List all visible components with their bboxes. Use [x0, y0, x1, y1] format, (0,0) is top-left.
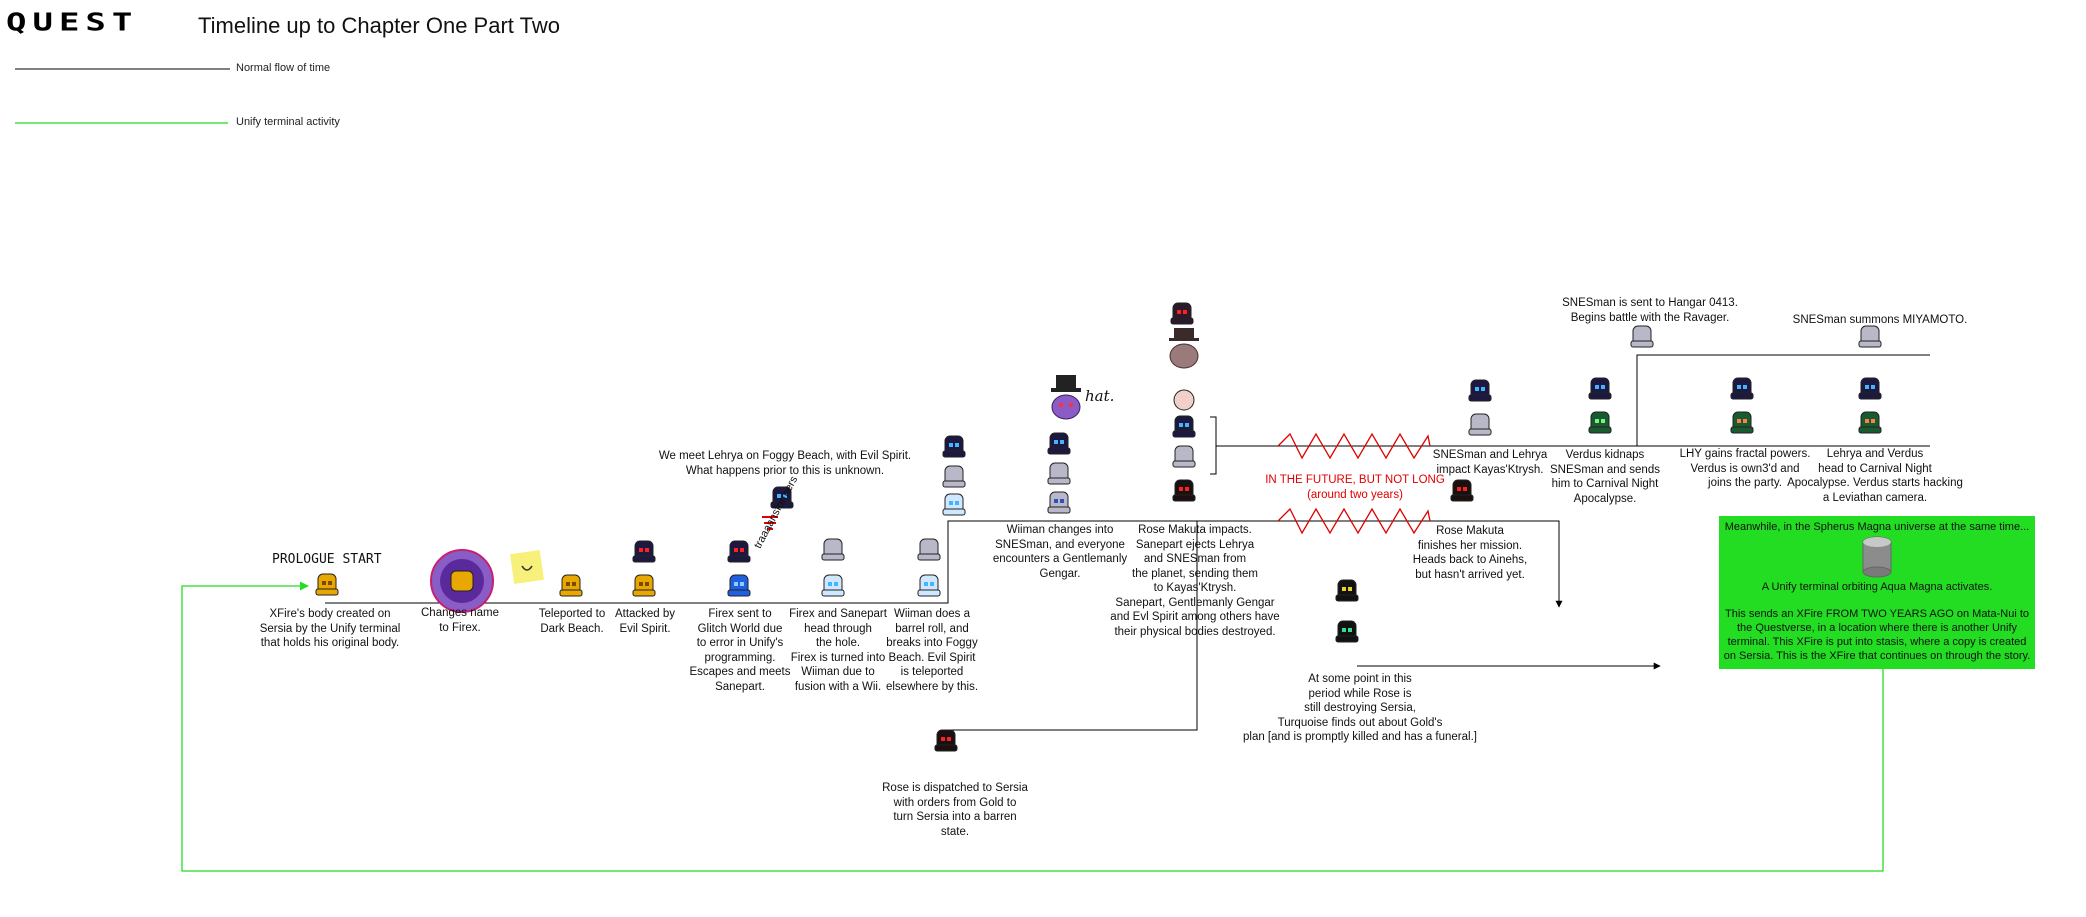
- snesman-rose-sprite: [1172, 445, 1196, 468]
- meanwhile-activates: A Unify terminal orbiting Aqua Magna act…: [1761, 581, 1993, 593]
- wii-barrel-sprite: [917, 538, 941, 561]
- carnival-label: Lehrya and Verdus head to Carnival Night…: [1787, 448, 1963, 504]
- purple-orb-icon: [430, 549, 494, 613]
- rose-dispatched-label: Rose is dispatched to Sersia with orders…: [882, 782, 1028, 838]
- hangar-branch-line: [1636, 354, 1930, 446]
- verdus-fractal-sprite: [1730, 411, 1754, 434]
- foggy-beach-label: We meet Lehrya on Foggy Beach, with Evil…: [658, 450, 912, 477]
- gentlemanly-gengar-icon: [1051, 375, 1081, 420]
- rose-finishes-sprite: [1450, 479, 1474, 502]
- firex-attacked-sprite: [632, 574, 656, 597]
- turquoise-sprite: [1335, 579, 1359, 602]
- snesman-label: Wiiman changes into SNESman, and everyon…: [992, 524, 1128, 580]
- hole-label: Firex and Sanepart head through the hole…: [789, 608, 887, 693]
- rose-dispatched-sprite: [934, 729, 958, 752]
- future-label: IN THE FUTURE, BUT NOT LONG (around two …: [1265, 474, 1445, 501]
- sanepart-stack-sprite: [942, 465, 966, 488]
- barrel-roll-label: Wiiman does a barrel roll, and breaks in…: [885, 608, 979, 693]
- future-arrow-line: [1203, 520, 1563, 608]
- wiiman-barrel-sprite: [917, 574, 941, 597]
- rose-impacts-label: Rose Makuta impacts. Sanepart ejects Leh…: [1110, 524, 1280, 638]
- impact-kayas-label: SNESman and Lehrya impact Kayas'Ktrysh.: [1432, 449, 1548, 476]
- verdus-kidnaps-label: Verdus kidnaps SNESman and sends him to …: [1550, 449, 1660, 505]
- sanepart-gengar-sprite: [1047, 462, 1071, 485]
- rose-stack-sprite: [1170, 302, 1194, 325]
- lehrya-carnival-sprite: [1858, 377, 1882, 400]
- firex-dark-beach-sprite: [559, 574, 583, 597]
- meanwhile-box: Meanwhile, in the Spherus Magna universe…: [1719, 516, 2035, 669]
- fractal-label: LHY gains fractal powers. Verdus is own3…: [1679, 448, 1811, 489]
- lehrya-rose-sprite: [1172, 415, 1196, 438]
- snesman-hangar-sprite: [1630, 325, 1654, 348]
- dark-beach-label: Teleported to Dark Beach.: [538, 608, 606, 635]
- verdus-sprite: [1588, 411, 1612, 434]
- meanwhile-detail: This sends an XFire FROM TWO YEARS AGO o…: [1723, 608, 2031, 662]
- turquoise-label: At some point in this period while Rose …: [1243, 673, 1477, 743]
- wiiman-sprite: [821, 574, 845, 597]
- lehrya-kayas-sprite: [1468, 379, 1492, 402]
- rose-makuta-sprite: [1172, 479, 1196, 502]
- turquoise-dead-sprite: [1335, 620, 1359, 643]
- verdus-carnival-sprite: [1858, 411, 1882, 434]
- wiiman-stack-sprite: [942, 493, 966, 516]
- quest-logo: QUEST: [6, 8, 139, 37]
- unify-loop-line: [181, 581, 1884, 872]
- main-timeline: [325, 520, 1203, 604]
- lehrya-foggy-sprite: [770, 486, 794, 509]
- prologue-label: PROLOGUE START: [272, 552, 382, 567]
- future-zigzag-bottom: [1277, 507, 1431, 535]
- bracket-line: [1210, 416, 1217, 475]
- lehrya-fractal-sprite: [1730, 377, 1754, 400]
- lehrya-stack-sprite: [942, 435, 966, 458]
- meanwhile-heading: Meanwhile, in the Spherus Magna universe…: [1724, 521, 2030, 533]
- legend-unify-label: Unify terminal activity: [236, 116, 340, 128]
- sticky-note-icon: [510, 550, 544, 584]
- firex-glitch-sprite: [727, 574, 751, 597]
- xfire-gold-sprite: [315, 573, 339, 596]
- hangar-label: SNESman is sent to Hangar 0413. Begins b…: [1562, 297, 1738, 324]
- rose-finishes-label: Rose Makuta finishes her mission. Heads …: [1412, 525, 1528, 581]
- page-title: Timeline up to Chapter One Part Two: [198, 13, 560, 38]
- unify-terminal-icon: [1862, 536, 1892, 578]
- pink-blob-sprite: [1173, 389, 1195, 411]
- xfire-created-label: XFire's body created on Sersia by the Un…: [259, 608, 401, 649]
- rose-branch-line: [950, 521, 1198, 731]
- glitch-world-label: Firex sent to Glitch World due to error …: [689, 608, 791, 693]
- gengar-brown-icon: [1169, 328, 1199, 369]
- miyamoto-label: SNESman summons MIYAMOTO.: [1792, 314, 1968, 326]
- future-zigzag-top: [1277, 432, 1431, 460]
- glitch-symbol-icon: [762, 516, 778, 530]
- lehrya-verdus-sprite: [1588, 377, 1612, 400]
- snesman-kayas-sprite: [1468, 413, 1492, 436]
- evil-attack-label: Attacked by Evil Spirit.: [614, 608, 676, 635]
- evil-spirit-glitch-sprite: [727, 540, 751, 563]
- snesman-sprite: [1047, 491, 1071, 514]
- evil-spirit-sprite: [632, 540, 656, 563]
- legend-normal-label: Normal flow of time: [236, 62, 331, 74]
- hat-label: hat.: [1085, 387, 1115, 405]
- changes-name-label: Changes name to Firex.: [421, 607, 499, 634]
- wii-sprite: [821, 538, 845, 561]
- lehrya-gengar-sprite: [1047, 432, 1071, 455]
- snesman-miyamoto-sprite: [1858, 325, 1882, 348]
